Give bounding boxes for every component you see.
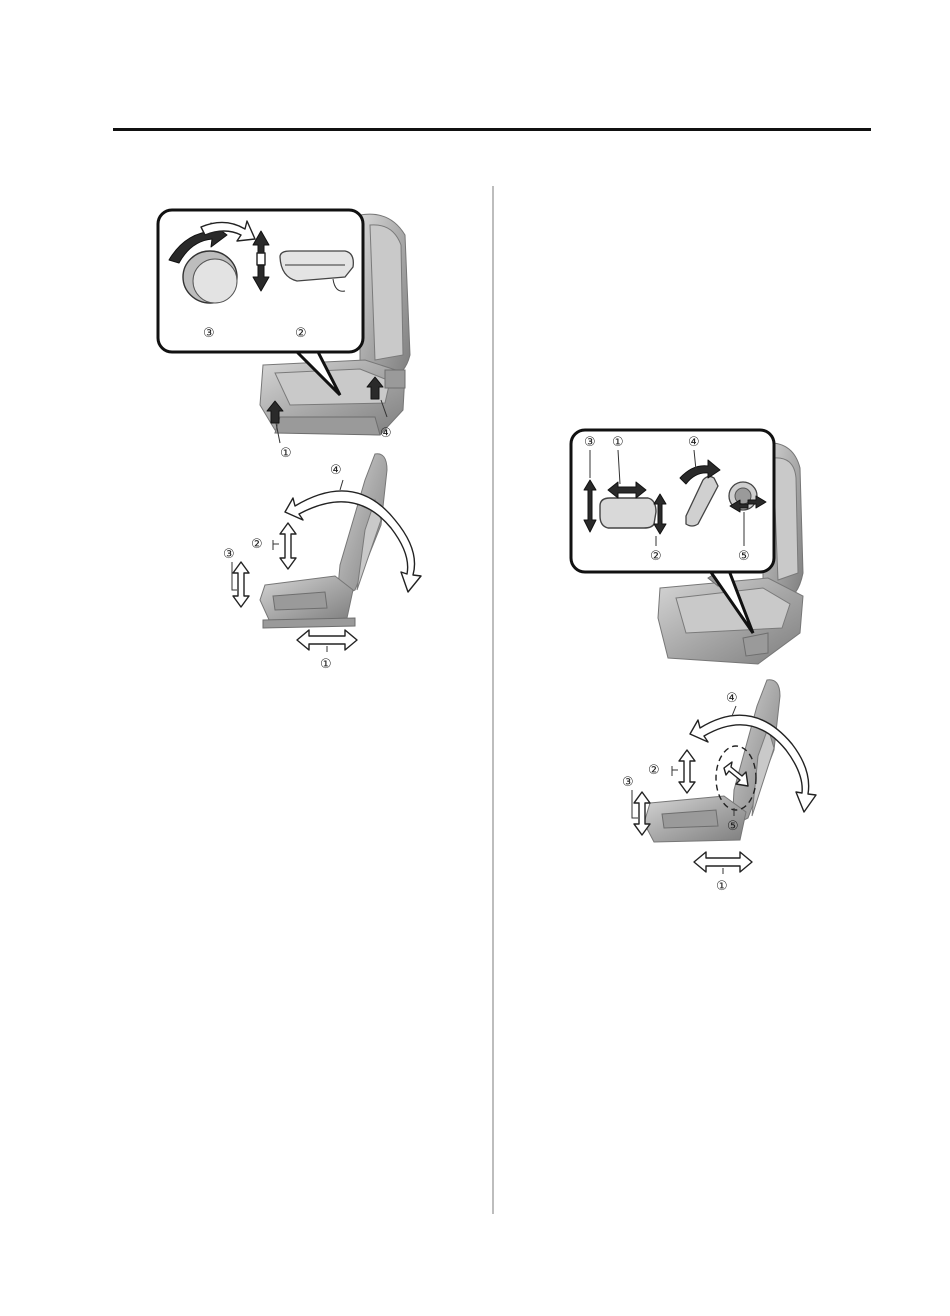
tilt-arrow xyxy=(631,790,651,836)
lumbar-dashed-region xyxy=(715,745,757,811)
callout-label-tilt: ③ xyxy=(584,435,596,450)
callout-label-lift: ② xyxy=(650,549,662,564)
slide-bar-leader xyxy=(275,422,281,444)
diagram-label-cushion-tilt: ③ xyxy=(223,547,235,562)
diagram-label-slide: ① xyxy=(716,879,728,894)
left-seat-diagram: ④ ② ③ ① xyxy=(223,453,422,672)
callout-leaders xyxy=(589,449,745,546)
recline-arc-arrow-right xyxy=(689,714,817,813)
recline-arc-arrow xyxy=(284,490,422,593)
header-rule xyxy=(113,128,871,131)
callout-label-recline-dial: ③ xyxy=(203,326,215,341)
recline-lever-arrow xyxy=(366,376,384,400)
callout-label-lift-lever: ② xyxy=(295,326,307,341)
slide-bar-arrow xyxy=(266,400,284,424)
recline-dial-icon xyxy=(168,220,256,304)
recline-leader xyxy=(339,479,344,491)
diagram-label-tilt: ③ xyxy=(622,775,634,790)
diagram-label-lumbar: ⑤ xyxy=(727,819,739,834)
callout-label-lumbar: ⑤ xyxy=(738,549,750,564)
diagram-label-recline: ④ xyxy=(330,463,342,478)
left-seat-photo-figure: ③ ② ① ④ xyxy=(156,208,411,461)
seat-switch-icon xyxy=(583,479,667,535)
cushion-tilt-arrow xyxy=(231,561,250,608)
diagram-label-cushion-height: ② xyxy=(251,537,263,552)
diagram-label-slide: ① xyxy=(320,657,332,672)
left-diagram-seat-silhouette xyxy=(259,453,388,629)
slide-arrow-right xyxy=(693,851,753,874)
right-diagram-seat-silhouette xyxy=(643,679,781,843)
recline-lever-leader xyxy=(380,399,388,418)
callout-label-slide: ① xyxy=(612,435,624,450)
recline-switch-icon xyxy=(679,459,721,527)
diagram-label-lift: ② xyxy=(648,763,660,778)
right-seat-photo-figure: ③ ① ④ ② ⑤ xyxy=(569,428,804,665)
right-seat-diagram: ④ ② ③ ⑤ ① xyxy=(622,679,817,894)
photo-label-slide-bar: ① xyxy=(280,446,292,461)
right-callout-bubble xyxy=(569,428,776,574)
lift-lever-icon xyxy=(252,230,354,292)
cushion-height-arrow xyxy=(272,522,297,570)
callout-label-recline: ④ xyxy=(688,435,700,450)
recline-leader-right xyxy=(731,705,737,717)
left-seat-photo xyxy=(259,213,411,436)
column-divider xyxy=(492,186,494,1214)
diagram-label-recline: ④ xyxy=(726,691,738,706)
photo-label-recline-lever: ④ xyxy=(380,426,392,441)
lumbar-switch-icon xyxy=(728,481,767,513)
slide-arrow xyxy=(296,629,358,652)
lift-arrow xyxy=(671,749,696,794)
